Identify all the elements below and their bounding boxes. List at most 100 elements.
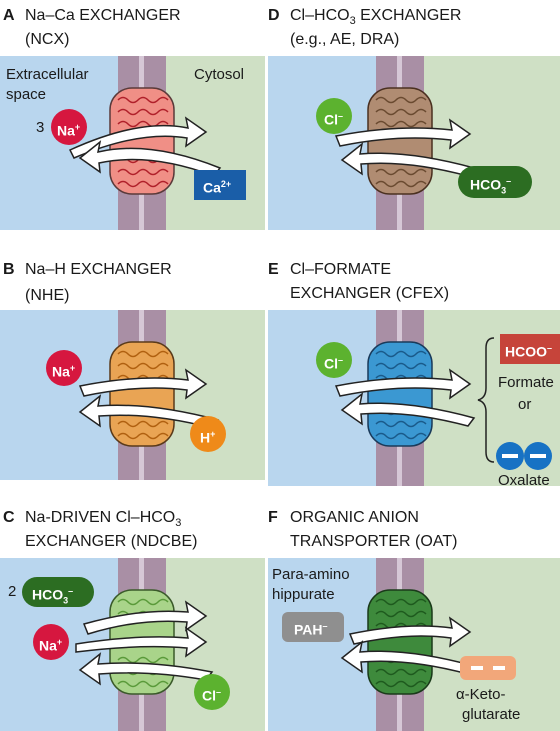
akg-ion-box: [460, 656, 516, 680]
panel-title-line1-end: EXCHANGER: [355, 7, 462, 24]
panel-a: A Na–Ca EXCHANGER (NCX) Extracellular spa…: [0, 0, 265, 240]
panel-letter: D: [268, 7, 280, 24]
hcoo-ion-label: HCOO–: [505, 343, 553, 360]
hcoo-ion-box: [500, 334, 560, 364]
arrow-outward: [340, 640, 476, 675]
panel-title-subscript: 3: [349, 15, 356, 27]
panel-e-subtitle: EXCHANGER (CFEX): [290, 285, 450, 302]
panel-letter: B: [3, 261, 15, 278]
na-ion-label: Na+: [39, 637, 63, 654]
panel-title-line1: Na-DRIVEN Cl–HCO: [25, 509, 176, 526]
panel-title-subscript: 3: [175, 517, 182, 529]
hco3-ion-label: HCO3–: [470, 176, 512, 196]
ca-ion-box: [194, 170, 246, 200]
cfex-transporter: [367, 341, 433, 447]
panel-title-line1: Na–Ca EXCHANGER: [25, 7, 181, 24]
arrow-inward: [68, 116, 208, 159]
panel-d-title: D Cl–HCO3 EXCHANGER: [268, 6, 461, 27]
panel-a-title: A Na–Ca EXCHANGER: [3, 6, 181, 26]
panel-d-graphic: [268, 56, 560, 230]
panel-c: C Na-DRIVEN Cl–HCO3 EXCHANGER (NDCBE) 2 H…: [0, 504, 265, 731]
ca-ion-label: Ca2+: [203, 179, 232, 196]
arrow-inward: [348, 616, 472, 648]
hco3-ion-pill: [458, 166, 532, 198]
panel-f-graphic: [268, 558, 560, 731]
arrow-inward-hco3: [82, 600, 208, 635]
panel-title-line1: ORGANIC ANION: [290, 509, 419, 526]
cytosol-region: [424, 558, 560, 731]
panel-f: F ORGANIC ANION TRANSPORTER (OAT) Para-am…: [268, 504, 560, 731]
extracellular-region: [0, 310, 120, 480]
formate-label: Formate: [498, 374, 554, 391]
oxalate-label: Oxalate: [498, 472, 550, 489]
panel-e: E Cl–FORMATE EXCHANGER (CFEX) Cl– HCOO– F…: [268, 256, 560, 489]
panel-letter: C: [3, 509, 15, 526]
panel-b-graphic: [0, 310, 265, 480]
space-label: space: [6, 86, 47, 103]
panel-c-graphic: [0, 558, 265, 731]
arrow-outward-cl: [78, 652, 214, 686]
panel-f-title: F ORGANIC ANION: [268, 508, 419, 528]
panel-e-title: E Cl–FORMATE: [268, 260, 391, 280]
na-ion-label: Na+: [57, 122, 81, 139]
cl-ion: [194, 674, 230, 710]
panel-a-subtitle: (NCX): [25, 31, 70, 48]
extracellular-region: [268, 56, 378, 230]
cytosol-label: Cytosol: [194, 66, 245, 83]
hco3-ion-pill: [22, 577, 94, 607]
arrow-outward: [340, 392, 476, 427]
panel-title-line1: Na–H EXCHANGER: [25, 261, 172, 278]
pah-ion-box: [282, 612, 344, 642]
arrow-inward: [78, 368, 208, 400]
panel-a-graphic: [0, 56, 265, 230]
na-ion: [51, 109, 87, 145]
panel-title-line1: Cl–FORMATE: [290, 261, 392, 278]
arrow-outward: [78, 394, 220, 429]
oat-transporter: [367, 589, 433, 695]
cytosol-region: [166, 310, 265, 480]
panel-d-subtitle: (e.g., AE, DRA): [290, 31, 400, 48]
panel-c-subtitle: EXCHANGER (NDCBE): [25, 533, 198, 550]
pah-ion-label: PAH–: [294, 621, 328, 638]
panel-f-subtitle: TRANSPORTER (OAT): [290, 533, 458, 550]
panel-letter: E: [268, 261, 279, 278]
pah-name-line2: hippurate: [272, 586, 335, 603]
na-count: 3: [36, 119, 45, 136]
arrow-outward: [340, 142, 476, 177]
cl-ion-label: Cl–: [202, 687, 222, 704]
na-ion: [33, 624, 69, 660]
transporter-waves: [117, 96, 169, 188]
h-ion-label: H+: [200, 429, 216, 446]
arrow-inward: [334, 368, 472, 400]
na-ion: [46, 350, 82, 386]
or-label: or: [518, 396, 532, 413]
panel-d: D Cl–HCO3 EXCHANGER (e.g., AE, DRA) Cl– H…: [268, 0, 560, 240]
ae-transporter: [367, 87, 433, 195]
hco3-ion-label: HCO3–: [32, 586, 74, 606]
cytosol-region: [166, 56, 265, 230]
akg-name-line2: glutarate: [462, 706, 521, 723]
curly-brace: [477, 337, 495, 463]
pah-name-line1: Para-amino: [272, 566, 350, 583]
cl-ion-label: Cl–: [324, 355, 344, 372]
cytosol-region: [424, 56, 560, 230]
hco3-count: 2: [8, 583, 17, 600]
panel-c-title: C Na-DRIVEN Cl–HCO3: [3, 508, 181, 529]
panel-e-graphic: [268, 310, 560, 486]
arrow-inward: [334, 118, 472, 150]
panel-title-line1: Cl–HCO: [290, 7, 350, 24]
h-ion: [190, 416, 226, 452]
arrow-outward: [78, 140, 222, 177]
na-ion-label: Na+: [52, 363, 76, 380]
cl-ion: [316, 342, 352, 378]
panel-letter: A: [3, 7, 15, 24]
extracellular-label: Extracellular: [6, 66, 89, 83]
cl-ion-label: Cl–: [324, 111, 344, 128]
nhe-transporter: [109, 341, 175, 447]
panel-b-title: B Na–H EXCHANGER: [3, 260, 172, 280]
cl-ion: [316, 98, 352, 134]
arrow-inward-na: [75, 626, 208, 658]
akg-name-line1: α-Keto-: [456, 686, 506, 703]
panel-letter: F: [268, 509, 278, 526]
